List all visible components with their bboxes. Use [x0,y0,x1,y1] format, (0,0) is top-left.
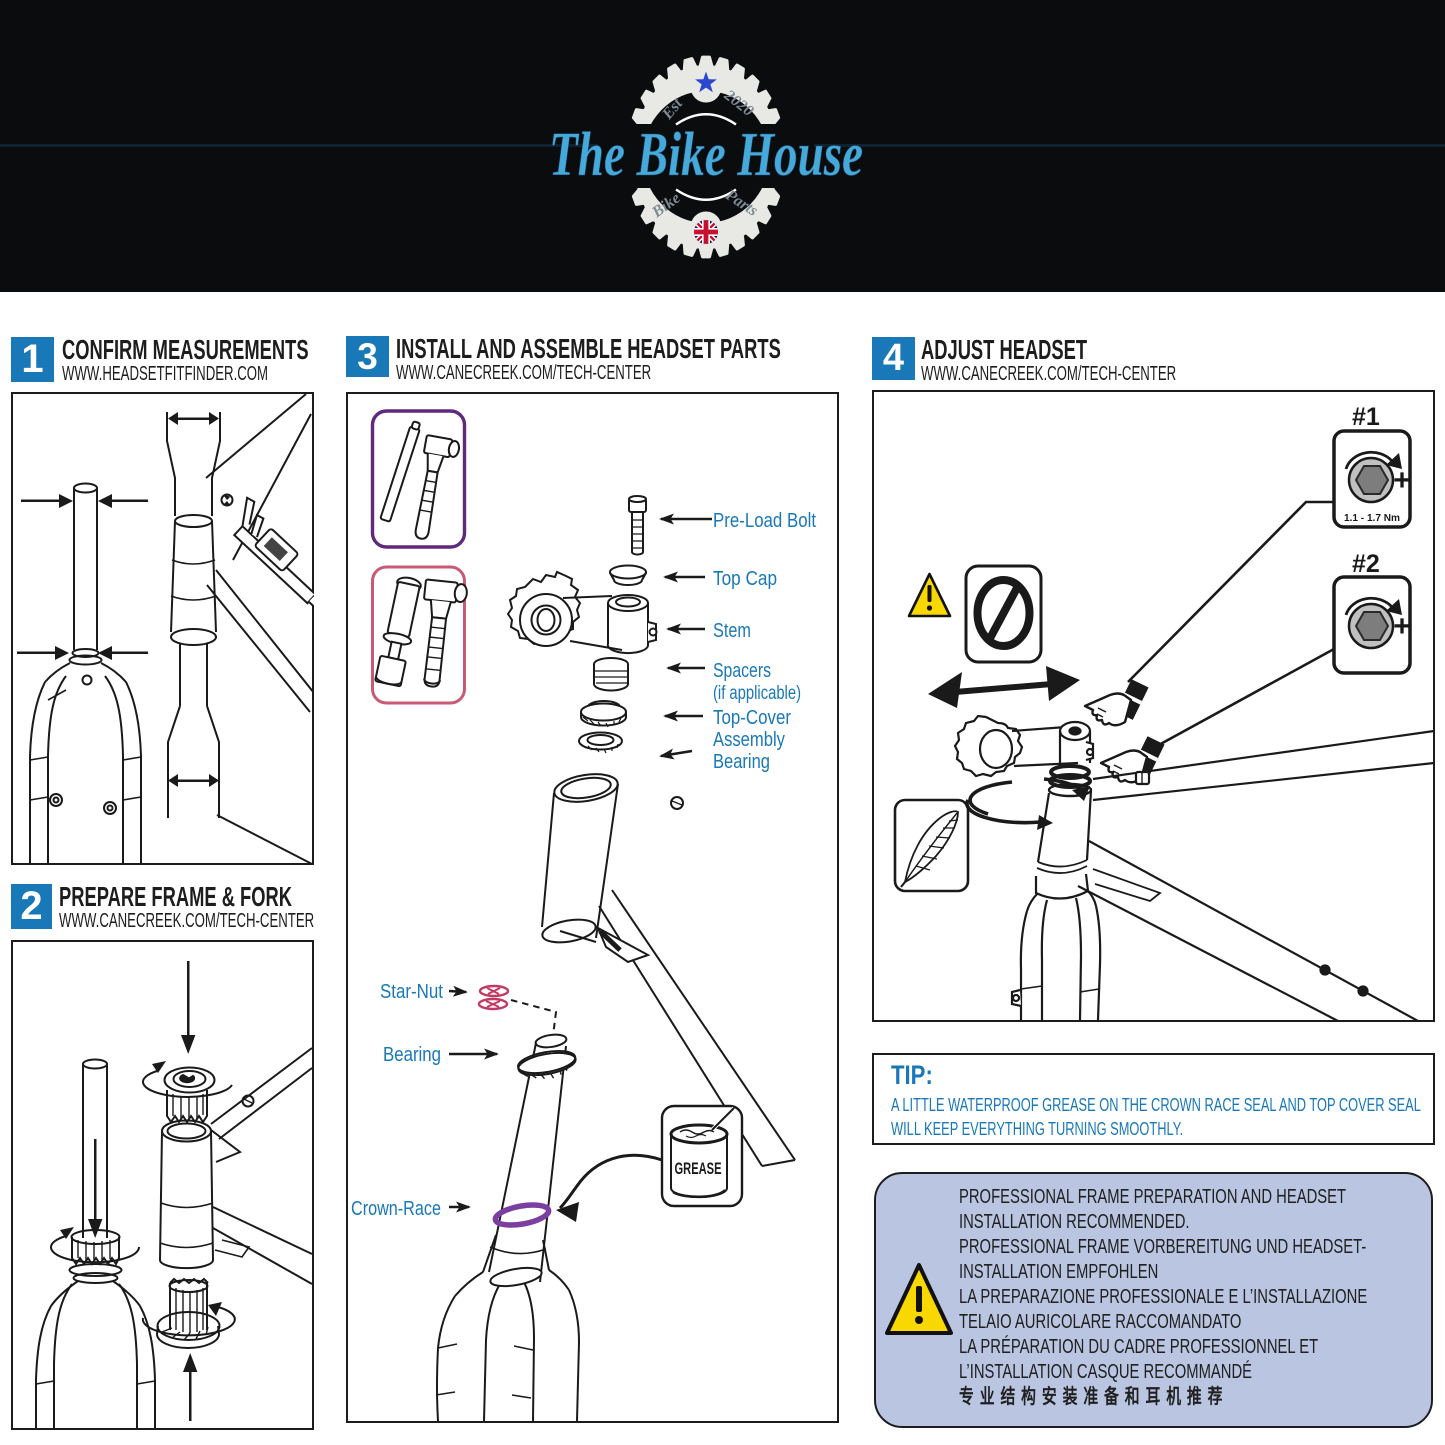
svg-text:#2: #2 [1352,550,1380,578]
svg-text:Assembly: Assembly [713,729,785,751]
svg-text:GREASE: GREASE [675,1160,722,1178]
svg-text:Pre-Load Bolt: Pre-Load Bolt [713,510,816,532]
svg-text:The Bike House: The Bike House [549,120,863,189]
svg-text:Crown-Race: Crown-Race [351,1198,441,1220]
svg-text:Stem: Stem [713,620,751,642]
svg-text:Bearing: Bearing [383,1044,441,1066]
svg-text:Bearing: Bearing [713,751,770,773]
svg-text:1.1 - 1.7 Nm: 1.1 - 1.7 Nm [1344,512,1400,524]
svg-text:Star-Nut: Star-Nut [380,981,443,1003]
svg-text:Top Cap: Top Cap [713,568,777,590]
svg-text:Top-Cover: Top-Cover [713,707,791,729]
svg-text:Spacers: Spacers [713,660,771,682]
svg-text:(if applicable): (if applicable) [713,683,801,704]
svg-text:#1: #1 [1352,403,1380,431]
